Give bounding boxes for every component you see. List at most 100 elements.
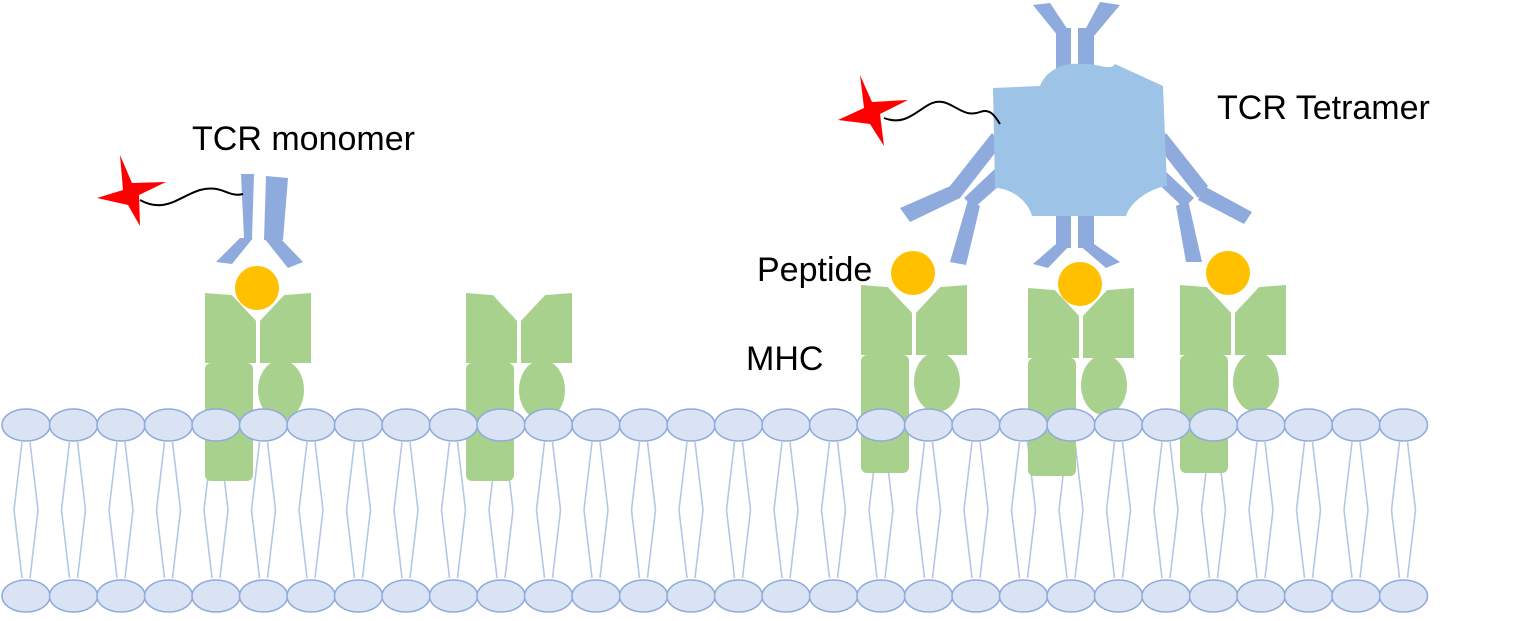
mhc-groove-right xyxy=(521,293,572,363)
lipid-tail xyxy=(931,441,942,579)
lipid-tail xyxy=(345,441,356,579)
lipid-tail xyxy=(583,441,593,579)
lipid-head-inner xyxy=(1,579,51,613)
lipid-head-outer xyxy=(143,408,194,442)
lipid-head-inner xyxy=(903,579,954,613)
lipid-tail xyxy=(963,441,973,579)
tetramer-tcr-bottom-arm-right xyxy=(1078,244,1120,268)
lipid-tail xyxy=(789,441,799,579)
lipid-head-outer xyxy=(191,408,241,442)
lipid-head-outer xyxy=(1331,408,1381,442)
mhc-groove-left xyxy=(861,285,912,355)
lipid-tail xyxy=(915,441,926,579)
lipid-head-inner xyxy=(761,579,811,613)
lipid-bilayer-tails xyxy=(13,441,1417,579)
lipid-head-inner xyxy=(998,579,1049,613)
mhc-groove-left xyxy=(1180,285,1231,355)
lipid-tail xyxy=(1390,441,1401,579)
lipid-head-outer xyxy=(998,408,1049,442)
lipid-head-outer xyxy=(1141,408,1191,442)
mhc-groove-right xyxy=(916,285,967,355)
lipid-head-inner xyxy=(143,579,194,613)
lipid-tail xyxy=(535,441,546,579)
lipid-head-inner xyxy=(618,579,669,613)
tcr-monomer-arm-left xyxy=(216,238,253,264)
lipid-tail xyxy=(773,441,783,579)
lipid-tail xyxy=(820,441,831,579)
label-mhc: MHC xyxy=(746,340,823,378)
lipid-tail xyxy=(1153,441,1163,579)
lipid-tail xyxy=(551,441,562,579)
tetramer-tcr-right-arm-a xyxy=(1198,186,1252,224)
lipid-head-outer xyxy=(48,408,99,442)
lipid-tail xyxy=(1010,441,1021,579)
lipid-head-outer xyxy=(1046,408,1096,442)
lipid-tail xyxy=(298,441,308,579)
lipid-head-outer xyxy=(428,408,479,442)
lipid-head-inner xyxy=(96,579,146,613)
lipid-head-outer xyxy=(571,408,621,442)
fluorophore-linker xyxy=(883,100,1001,125)
lipid-head-inner xyxy=(1188,579,1239,613)
lipid-head-outer xyxy=(238,408,289,442)
lipid-head-outer xyxy=(476,408,526,442)
lipid-tail xyxy=(678,441,688,579)
lipid-head-outer xyxy=(333,408,384,442)
lipid-tail xyxy=(266,441,277,579)
lipid-tail xyxy=(1311,441,1322,579)
lipid-tail xyxy=(393,441,403,579)
tcr-monomer xyxy=(97,155,303,268)
mhc-groove-notch xyxy=(489,291,549,323)
lipid-head-outer xyxy=(1,408,51,442)
peptide-circle-icon xyxy=(1206,251,1250,295)
lipid-head-outer xyxy=(666,408,716,442)
lipid-head-inner xyxy=(1331,579,1381,613)
lipid-head-outer xyxy=(523,408,574,442)
lipid-head-outer xyxy=(713,408,764,442)
lipid-head-outer xyxy=(1093,408,1144,442)
lipid-head-outer xyxy=(1283,408,1334,442)
tetramer-tcr-top-right-arm xyxy=(1085,2,1120,36)
lipid-head-outer xyxy=(1378,408,1429,442)
lipid-head-outer xyxy=(856,408,906,442)
tetramer-tcr-right-stalk-a xyxy=(1156,133,1208,198)
lipid-head-inner xyxy=(571,579,621,613)
lipid-head-inner xyxy=(238,579,289,613)
lipid-tail xyxy=(13,441,23,579)
lipid-head-inner xyxy=(381,579,431,613)
mhc-groove-notch xyxy=(884,283,944,315)
mhc-beta2m xyxy=(914,352,960,412)
lipid-tail xyxy=(599,441,609,579)
mhc-groove-right xyxy=(1235,285,1286,355)
tetramer-tcr-top-chain-left xyxy=(1056,28,1071,74)
lipid-tail xyxy=(409,441,419,579)
lipid-tail xyxy=(1343,441,1353,579)
lipid-tail xyxy=(1295,441,1306,579)
mhc-groove-left xyxy=(466,293,517,363)
lipid-tail xyxy=(1264,441,1274,579)
lipid-tail xyxy=(1359,441,1369,579)
lipid-head-inner xyxy=(713,579,764,613)
peptide-group xyxy=(235,251,1250,310)
lipid-head-outer xyxy=(761,408,811,442)
lipid-head-outer xyxy=(951,408,1001,442)
mhc-groove-left xyxy=(1028,288,1079,358)
streptavidin-core xyxy=(993,63,1167,216)
lipid-tail xyxy=(1074,441,1084,579)
red-star-icon xyxy=(838,75,908,146)
lipid-head-outer xyxy=(381,408,431,442)
lipid-tail xyxy=(361,441,372,579)
lipid-tail xyxy=(76,441,87,579)
lipid-head-inner xyxy=(48,579,99,613)
lipid-tail xyxy=(725,441,736,579)
peptide-circle-icon xyxy=(235,266,279,310)
lipid-tail xyxy=(60,441,71,579)
lipid-tail xyxy=(1406,441,1417,579)
mhc-beta2m xyxy=(519,360,565,420)
tetramer-tcr-left-arm-a xyxy=(900,184,960,222)
lipid-head-inner xyxy=(666,579,716,613)
lipid-head-inner xyxy=(1141,579,1191,613)
mhc-beta2m xyxy=(1081,355,1127,415)
lipid-head-outer xyxy=(903,408,954,442)
